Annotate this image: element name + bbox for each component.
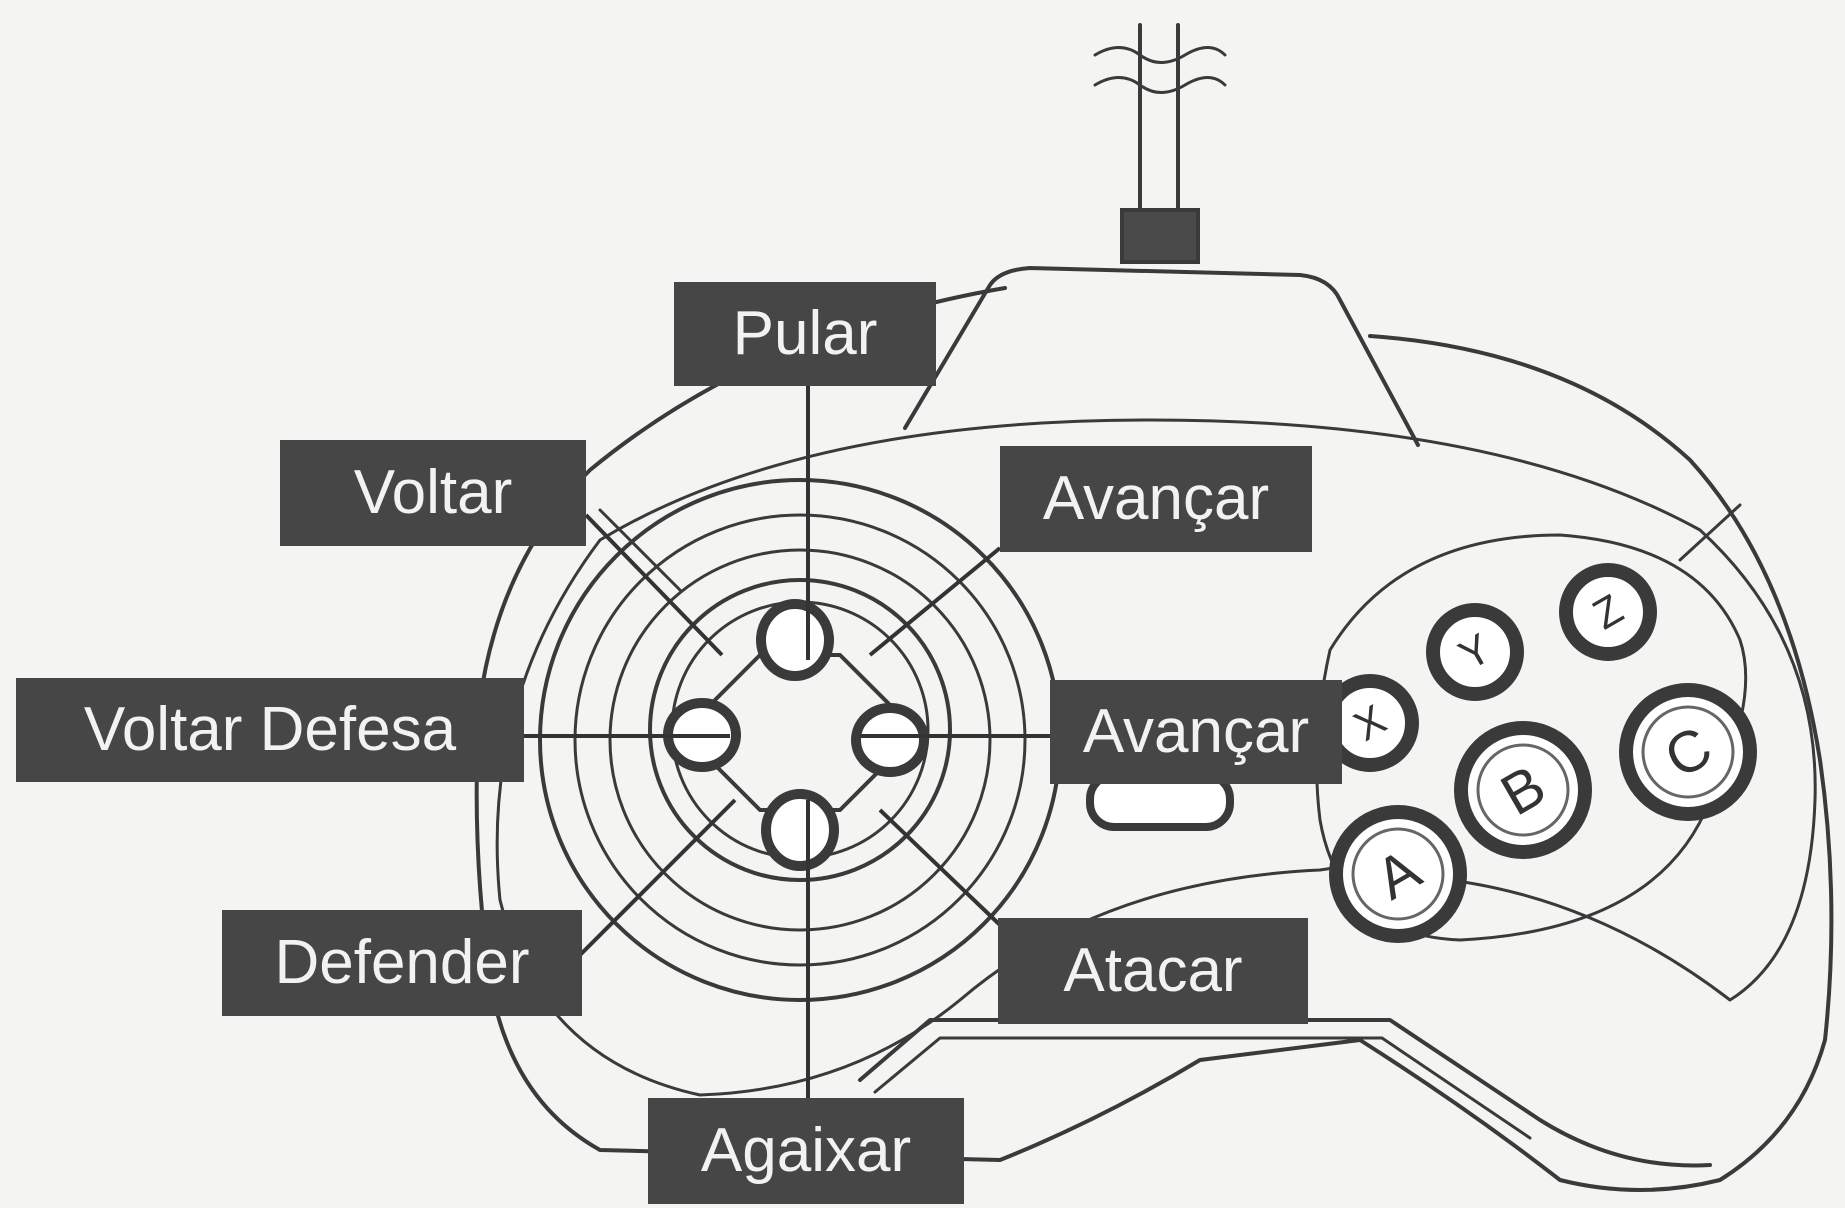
label-agaixar: Agaixar [648, 1098, 964, 1204]
label-avancar-diagonal: Avançar [1000, 446, 1312, 552]
leader-avancar-diagonal [870, 548, 1000, 655]
label-pular: Pular [674, 282, 936, 386]
dpad-up-key[interactable] [761, 604, 829, 676]
cable-connector [1122, 210, 1198, 262]
dpad-ring-outer [540, 480, 1060, 1000]
left-seam [600, 510, 680, 590]
cable [1095, 25, 1225, 262]
label-voltar-defesa: Voltar Defesa [16, 678, 524, 782]
controller-top-hump [905, 268, 1418, 445]
leader-atacar [880, 810, 1000, 925]
leader-defender [580, 800, 735, 955]
label-voltar: Voltar [280, 440, 586, 546]
dpad-down-key[interactable] [766, 794, 834, 866]
label-avancar: Avançar [1050, 680, 1342, 784]
dpad-assembly [540, 480, 1060, 1000]
right-seam [1680, 505, 1740, 560]
label-defender: Defender [222, 910, 582, 1016]
controller-bottom-rail [860, 1020, 1710, 1165]
dpad-right-key[interactable] [856, 708, 924, 772]
label-atacar: Atacar [998, 918, 1308, 1024]
